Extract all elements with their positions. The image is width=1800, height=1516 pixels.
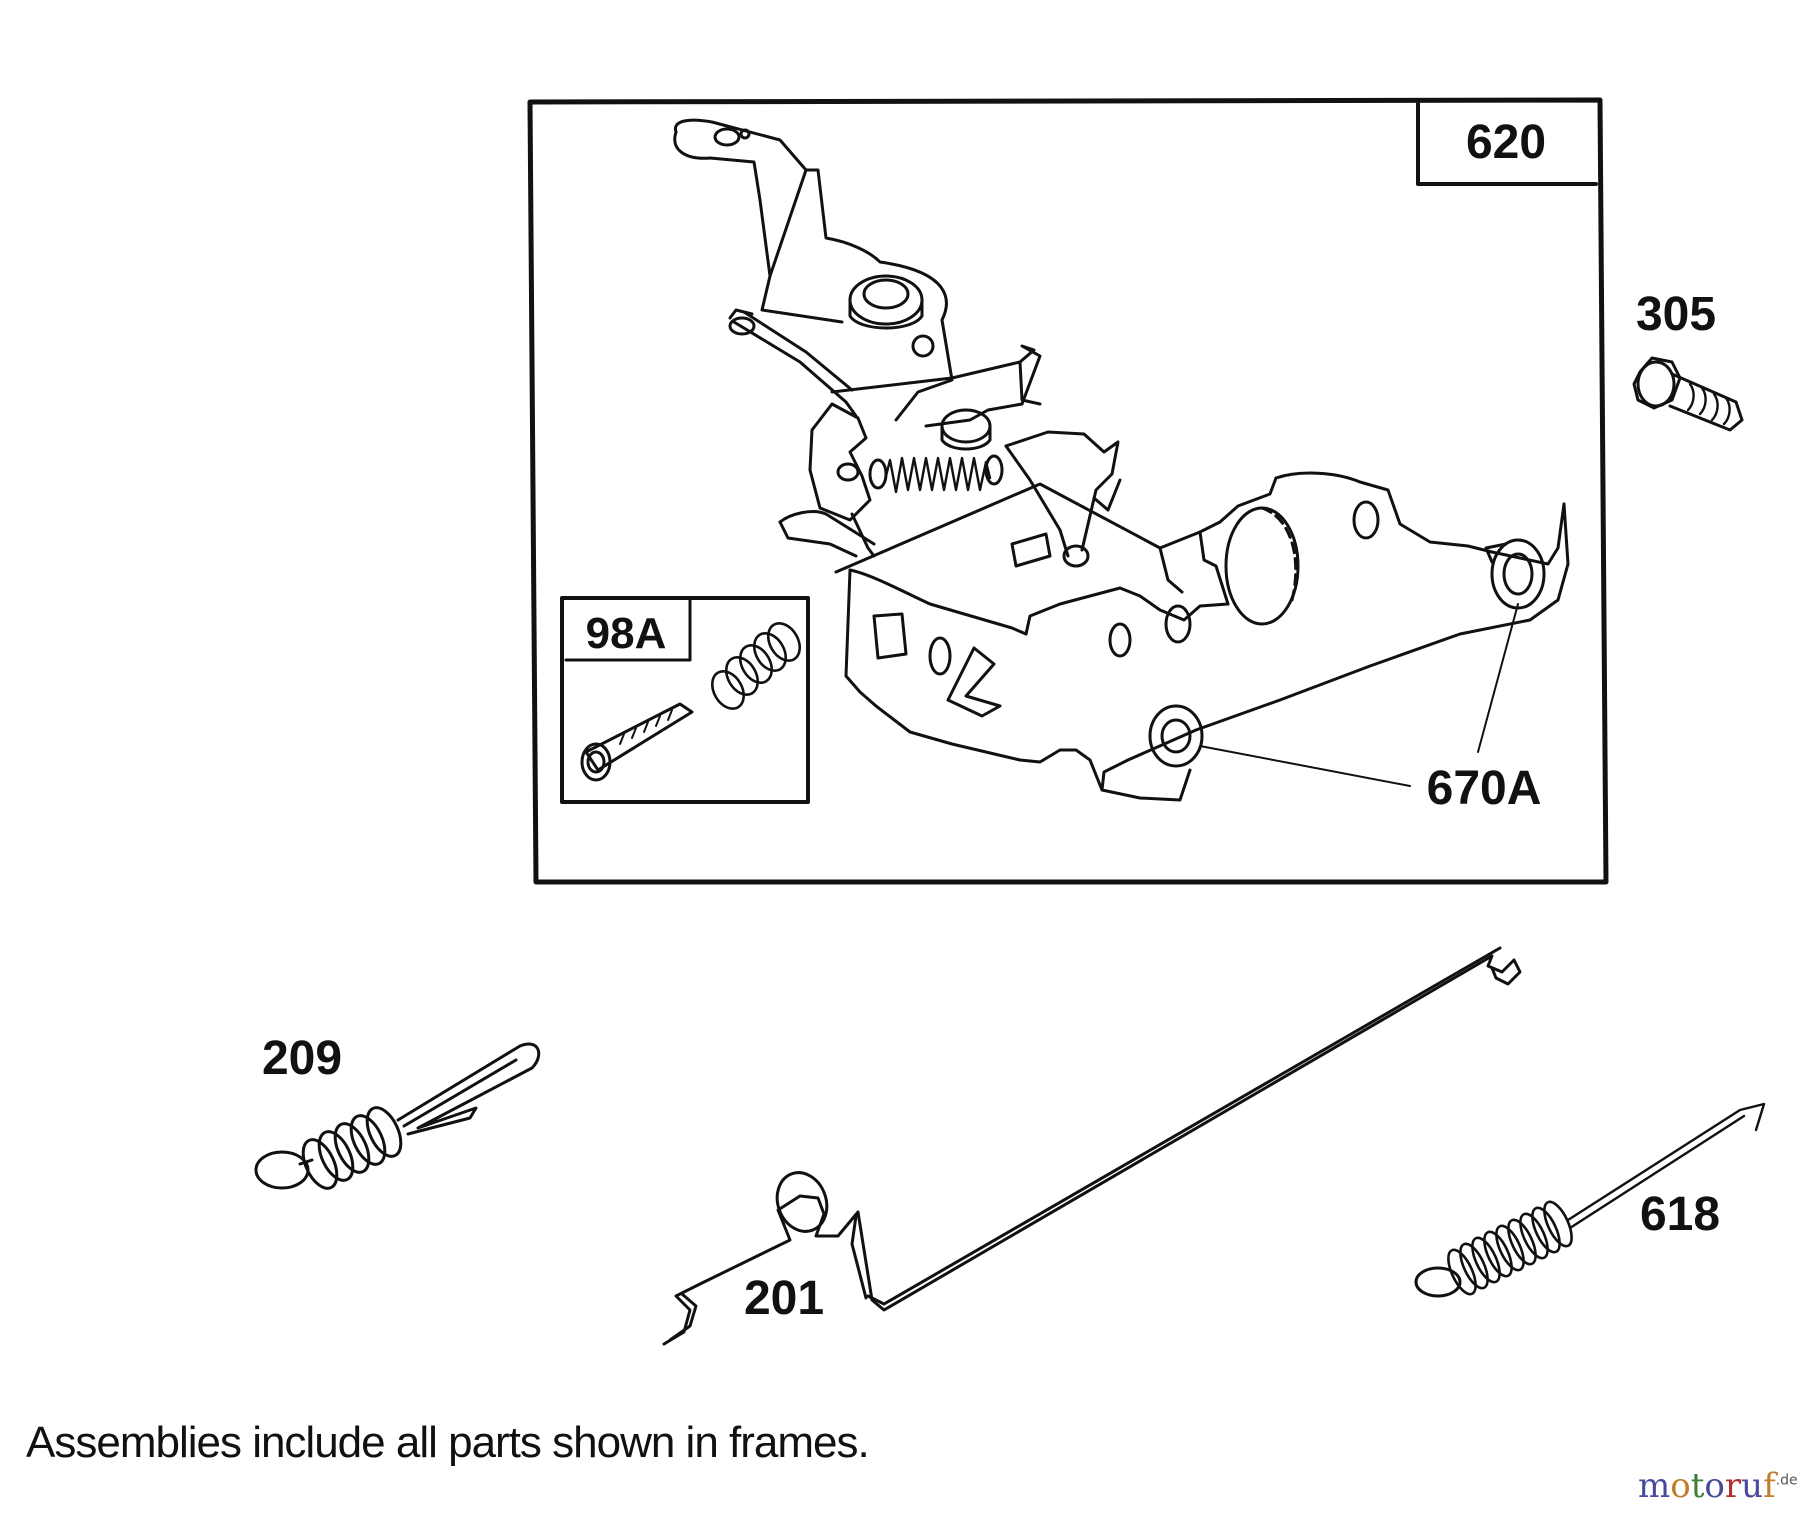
watermark-letter: o [1670, 1466, 1691, 1506]
watermark-logo: motoruf.de [1638, 1466, 1798, 1506]
governor-link-icon [664, 948, 1520, 1344]
label-305: 305 [1636, 288, 1716, 341]
watermark-letter: t [1690, 1466, 1705, 1506]
label-209: 209 [262, 1032, 342, 1085]
watermark-letter: o [1704, 1466, 1725, 1506]
label-98a: 98A [586, 609, 667, 658]
bolt-icon [1634, 358, 1742, 430]
spring-kit-icon [582, 618, 806, 780]
label-620: 620 [1466, 116, 1546, 169]
watermark-suffix: .de [1775, 1472, 1798, 1489]
governor-spring-icon [256, 1044, 539, 1193]
extension-spring-icon [1416, 1104, 1764, 1298]
label-201: 201 [744, 1272, 824, 1325]
control-plate-icon [675, 120, 1568, 800]
assembly-frame [530, 100, 1606, 882]
caption: Assemblies include all parts shown in fr… [26, 1418, 870, 1467]
watermark-letter: f [1763, 1466, 1776, 1506]
spring-kit-frame [562, 598, 808, 802]
label-670a: 670A [1427, 762, 1542, 815]
label-618: 618 [1640, 1188, 1720, 1241]
watermark-letter: m [1638, 1466, 1671, 1506]
watermark-letter: u [1741, 1466, 1764, 1506]
watermark-letters: motoruf [1638, 1466, 1776, 1506]
watermark-letter: r [1724, 1466, 1742, 1506]
